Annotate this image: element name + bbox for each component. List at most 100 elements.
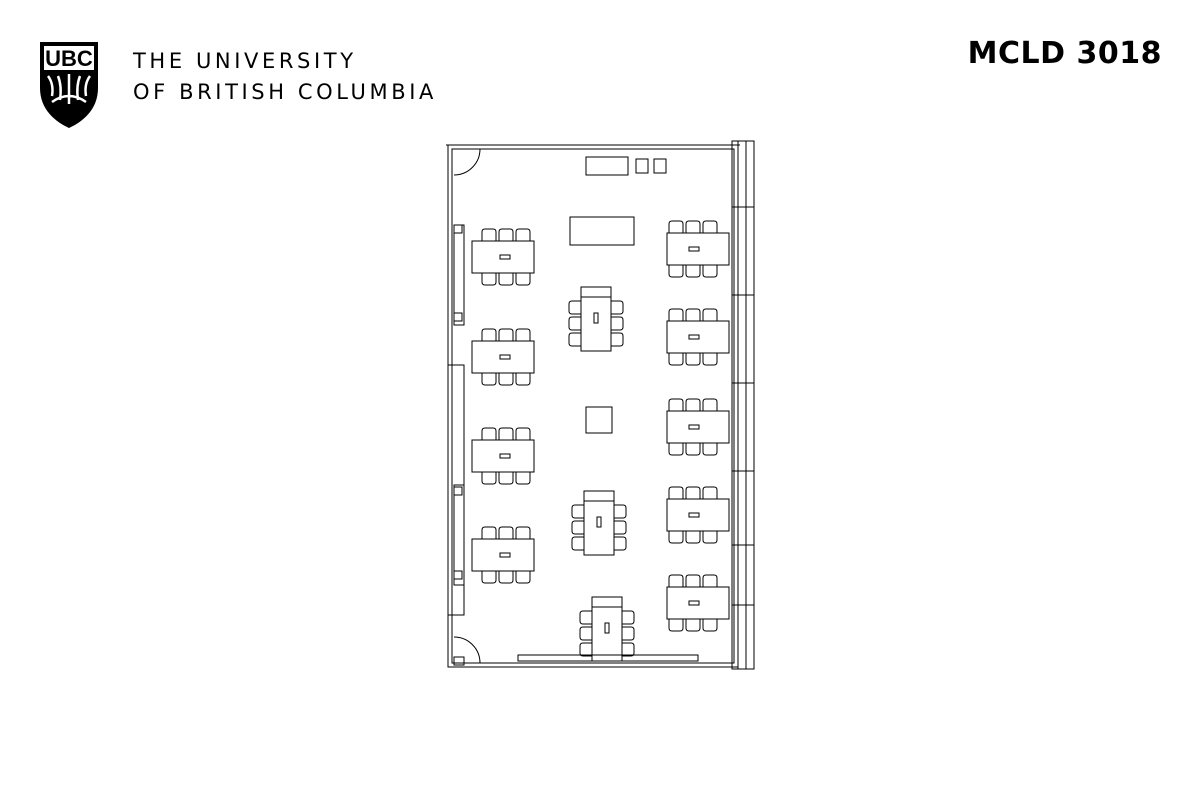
table-outlet bbox=[499, 453, 511, 459]
chair bbox=[611, 332, 624, 347]
chair bbox=[481, 373, 497, 386]
chair bbox=[685, 531, 701, 544]
chair bbox=[571, 520, 584, 535]
chair bbox=[571, 504, 584, 519]
chair bbox=[668, 531, 684, 544]
table-outlet bbox=[499, 552, 511, 558]
table-outlet bbox=[688, 512, 700, 518]
chair bbox=[568, 316, 581, 331]
chair bbox=[515, 328, 531, 341]
chair bbox=[481, 526, 497, 539]
chair bbox=[702, 443, 718, 456]
table-outlet bbox=[688, 334, 700, 340]
chair bbox=[685, 574, 701, 587]
table-outlet bbox=[499, 354, 511, 360]
chair bbox=[668, 265, 684, 278]
table-outlet bbox=[596, 516, 602, 528]
chair bbox=[685, 265, 701, 278]
table bbox=[666, 586, 730, 620]
chair bbox=[579, 642, 592, 657]
door-top bbox=[453, 148, 481, 176]
chair bbox=[702, 220, 718, 233]
room-walls bbox=[446, 140, 755, 670]
chair bbox=[515, 526, 531, 539]
chair bbox=[702, 353, 718, 366]
table-outlet bbox=[499, 254, 511, 260]
table bbox=[471, 240, 535, 274]
chair bbox=[702, 398, 718, 411]
table bbox=[666, 498, 730, 532]
chair bbox=[685, 619, 701, 632]
chair bbox=[481, 427, 497, 440]
chair bbox=[685, 398, 701, 411]
chair bbox=[515, 427, 531, 440]
chair bbox=[568, 332, 581, 347]
door-bottom bbox=[453, 636, 481, 664]
chair bbox=[668, 353, 684, 366]
table bbox=[591, 596, 623, 662]
chair bbox=[481, 273, 497, 286]
chair bbox=[702, 619, 718, 632]
chair bbox=[668, 443, 684, 456]
chair bbox=[579, 626, 592, 641]
university-wordmark: THE UNIVERSITY OF BRITISH COLUMBIA bbox=[133, 46, 437, 108]
chair bbox=[498, 427, 514, 440]
wordmark-line-2: OF BRITISH COLUMBIA bbox=[133, 80, 437, 104]
table bbox=[666, 320, 730, 354]
table bbox=[471, 340, 535, 374]
chair bbox=[668, 220, 684, 233]
table bbox=[471, 538, 535, 572]
chair bbox=[702, 486, 718, 499]
chair bbox=[685, 220, 701, 233]
chair bbox=[668, 308, 684, 321]
chair bbox=[614, 520, 627, 535]
chair bbox=[622, 610, 635, 625]
chair bbox=[622, 642, 635, 657]
chair bbox=[498, 273, 514, 286]
chair bbox=[702, 308, 718, 321]
chair bbox=[611, 316, 624, 331]
chair bbox=[668, 619, 684, 632]
ubc-logo: UBC bbox=[38, 40, 100, 130]
room-code: MCLD 3018 bbox=[967, 36, 1162, 71]
floor-plan bbox=[440, 135, 760, 675]
chair bbox=[668, 486, 684, 499]
table bbox=[666, 232, 730, 266]
chair bbox=[481, 328, 497, 341]
chair bbox=[515, 472, 531, 485]
wordmark-line-1: THE UNIVERSITY bbox=[133, 49, 357, 73]
chair bbox=[515, 373, 531, 386]
chair bbox=[571, 536, 584, 551]
chair bbox=[611, 300, 624, 315]
table bbox=[471, 439, 535, 473]
chair bbox=[614, 504, 627, 519]
chair bbox=[668, 574, 684, 587]
chair bbox=[515, 228, 531, 241]
chair bbox=[498, 373, 514, 386]
chair bbox=[702, 531, 718, 544]
table bbox=[580, 286, 612, 352]
chair bbox=[702, 574, 718, 587]
table-outlet bbox=[593, 312, 599, 324]
chair bbox=[515, 273, 531, 286]
logo-text: UBC bbox=[45, 46, 93, 71]
table bbox=[583, 490, 615, 556]
chair bbox=[498, 328, 514, 341]
chair bbox=[622, 626, 635, 641]
chair bbox=[685, 443, 701, 456]
chair bbox=[685, 353, 701, 366]
chair bbox=[498, 228, 514, 241]
chair bbox=[668, 398, 684, 411]
chair bbox=[614, 536, 627, 551]
chair bbox=[481, 472, 497, 485]
table bbox=[666, 410, 730, 444]
table-outlet bbox=[688, 246, 700, 252]
chair bbox=[498, 472, 514, 485]
table-outlet bbox=[604, 622, 610, 634]
chair bbox=[685, 308, 701, 321]
chair bbox=[481, 571, 497, 584]
chair bbox=[481, 228, 497, 241]
chair bbox=[702, 265, 718, 278]
chair bbox=[568, 300, 581, 315]
chair bbox=[515, 571, 531, 584]
